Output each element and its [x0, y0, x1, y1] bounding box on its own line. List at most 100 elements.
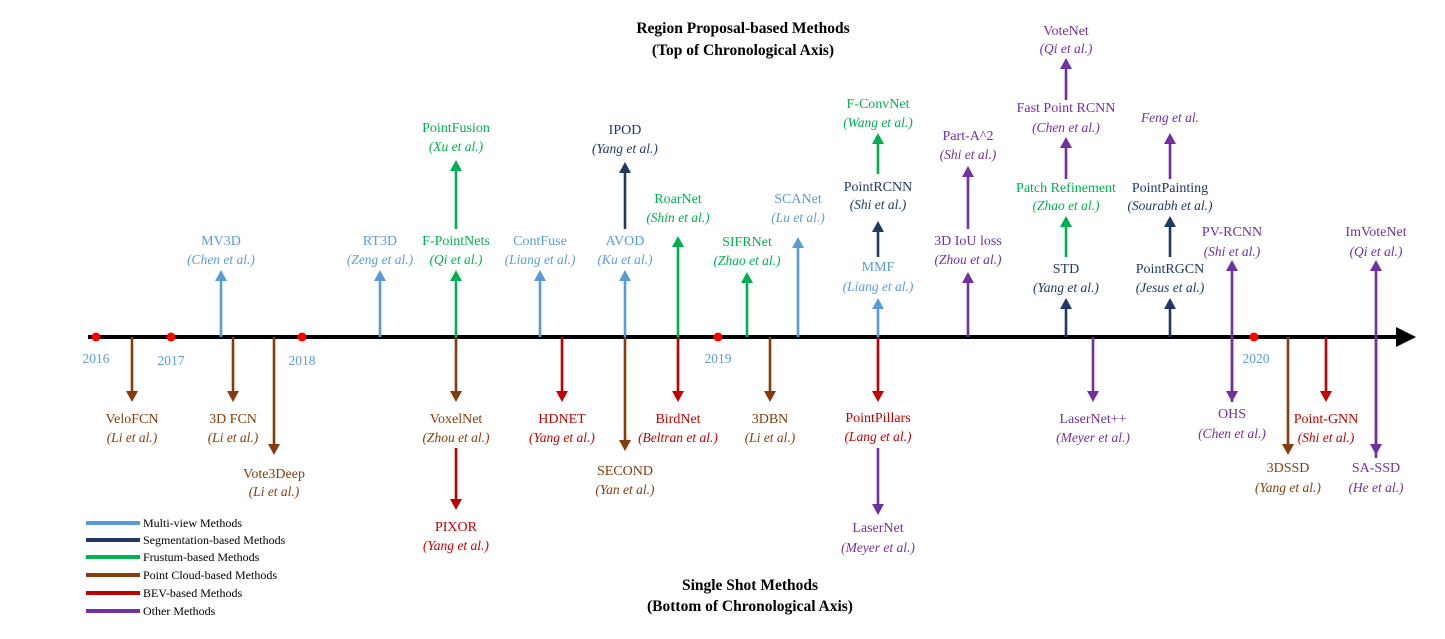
method-f-pointnets: F-PointNets(Qi et al.) [422, 234, 490, 337]
method-arrow [534, 270, 546, 337]
method-3dssd: 3DSSD(Yang et al.) [1255, 337, 1321, 495]
year-label: 2018 [289, 353, 316, 368]
method-name: 3DBN [752, 412, 789, 427]
method-authors: (Sourabh et al.) [1127, 198, 1213, 213]
method-authors: (Shi et al.) [1298, 430, 1355, 445]
method-authors: (Zeng et al.) [347, 252, 414, 267]
method-name: ImVoteNet [1345, 225, 1406, 240]
method-name: ContFuse [513, 234, 567, 249]
method-contfuse: ContFuse(Liang et al.) [505, 234, 576, 337]
method-authors: (Zhou et al.) [934, 252, 1002, 267]
method-arrow [619, 270, 631, 337]
method-authors: (Chen et al.) [1198, 426, 1266, 441]
method-authors: (Zhou et al.) [422, 430, 490, 445]
method-authors: (Li et al.) [107, 430, 158, 445]
method-arrow [792, 237, 804, 337]
method-pointfusion: PointFusion(Xu et al.) [422, 121, 490, 229]
method-arrow [764, 337, 776, 402]
method-name: PV-RCNN [1202, 225, 1262, 240]
method-lasernet: LaserNet(Meyer et al.) [841, 448, 915, 555]
method-arrow [374, 270, 386, 337]
method-arrow [450, 448, 462, 510]
legend-item-segmentation: Segmentation-based Methods [86, 533, 286, 547]
method-name: PointRGCN [1136, 262, 1204, 277]
method-roarnet: RoarNet(Shin et al.) [646, 192, 710, 337]
method-arrow [1060, 298, 1072, 337]
legend-label: Segmentation-based Methods [143, 533, 286, 547]
method-arrow [1370, 337, 1382, 455]
method-std: STD(Yang et al.) [1033, 262, 1099, 337]
method-name: PointFusion [422, 121, 490, 136]
year-marker-2016: 2016 [83, 332, 110, 366]
year-marker-2018: 2018 [289, 332, 316, 368]
legend-item-multiview: Multi-view Methods [86, 516, 242, 530]
method-arrow [962, 272, 974, 337]
method-arrow [450, 160, 462, 229]
method-arrow [672, 337, 684, 402]
method-arrow [619, 337, 631, 451]
method-name: PointRCNN [844, 180, 912, 195]
method-sa-ssd: SA-SSD(He et al.) [1348, 337, 1404, 495]
method-name: Vote3Deep [243, 467, 305, 482]
method-name: MV3D [201, 234, 241, 249]
method-name: Part-A^2 [943, 129, 994, 144]
method-name: SA-SSD [1352, 461, 1400, 476]
method-hdnet: HDNET(Yang et al.) [529, 337, 595, 445]
method-arrow [556, 337, 568, 402]
method-name: BirdNet [655, 412, 700, 427]
method-name: VeloFCN [106, 412, 159, 427]
method-arrow [872, 133, 884, 174]
method-3d-iou-loss: 3D IoU loss(Zhou et al.) [934, 234, 1002, 337]
method-arrow [1060, 58, 1072, 100]
method-authors: (Zhao et al.) [1032, 198, 1100, 213]
method-arrow [1164, 298, 1176, 337]
method-authors: (Chen et al.) [187, 252, 255, 267]
method-authors: (Shi et al.) [940, 147, 997, 162]
method-avod: AVOD(Ku et al.) [597, 234, 653, 337]
method-name: SECOND [597, 464, 653, 479]
method-name: IPOD [609, 123, 642, 138]
method-name: AVOD [606, 234, 645, 249]
bottom-subtitle: (Bottom of Chronological Axis) [647, 598, 853, 615]
method-f-convnet: F-ConvNet(Wang et al.) [843, 97, 913, 174]
method-arrow [1164, 216, 1176, 257]
method-authors: (Liang et al.) [843, 279, 914, 294]
legend-label: Frustum-based Methods [143, 550, 260, 564]
method-patch-refinement: Patch Refinement (Zhao et al.) [1016, 181, 1116, 257]
method-name: Patch Refinement [1016, 181, 1116, 196]
method-arrow [872, 337, 884, 402]
method-authors: (Li et al.) [208, 430, 259, 445]
method-ipod: IPOD(Yang et al.) [592, 123, 658, 229]
method-authors: (Meyer et al.) [1056, 430, 1130, 445]
method-arrow [1226, 337, 1238, 402]
method-pointpainting: PointPainting(Sourabh et al.) [1127, 181, 1213, 257]
method-fast-point-rcnn: Fast Point RCNN(Chen et al.) [1017, 101, 1115, 179]
method-authors: Feng et al. [1140, 110, 1199, 125]
method-authors: (Meyer et al.) [841, 540, 915, 555]
method-name: F-PointNets [422, 234, 490, 249]
method-arrow [619, 162, 631, 229]
legend-label: Point Cloud-based Methods [143, 568, 277, 582]
method-authors: (Yan et al.) [595, 482, 655, 497]
year-marker-2020: 2020 [1243, 332, 1270, 366]
method-pixor: PIXOR(Yang et al.) [423, 448, 489, 553]
year-label: 2020 [1243, 351, 1270, 366]
method-name: VoteNet [1043, 24, 1089, 39]
method-authors: (Shi et al.) [1204, 244, 1261, 259]
year-dot [91, 332, 101, 342]
method-name: RT3D [363, 234, 397, 249]
year-marker-2019: 2019 [705, 332, 732, 366]
method-arrow [227, 337, 239, 402]
method-second: SECOND (Yan et al.) [595, 337, 655, 497]
method-pointpillars: PointPillars(Lang et al.) [844, 337, 912, 444]
year-dot [297, 332, 307, 342]
method-name: PointPillars [845, 411, 910, 426]
method-3dbn: 3DBN(Li et al.) [745, 337, 796, 445]
legend-label: Other Methods [143, 604, 216, 618]
year-dot [166, 332, 176, 342]
method-name: F-ConvNet [847, 97, 910, 112]
method-scanet: SCANet(Lu et al.) [771, 192, 825, 337]
